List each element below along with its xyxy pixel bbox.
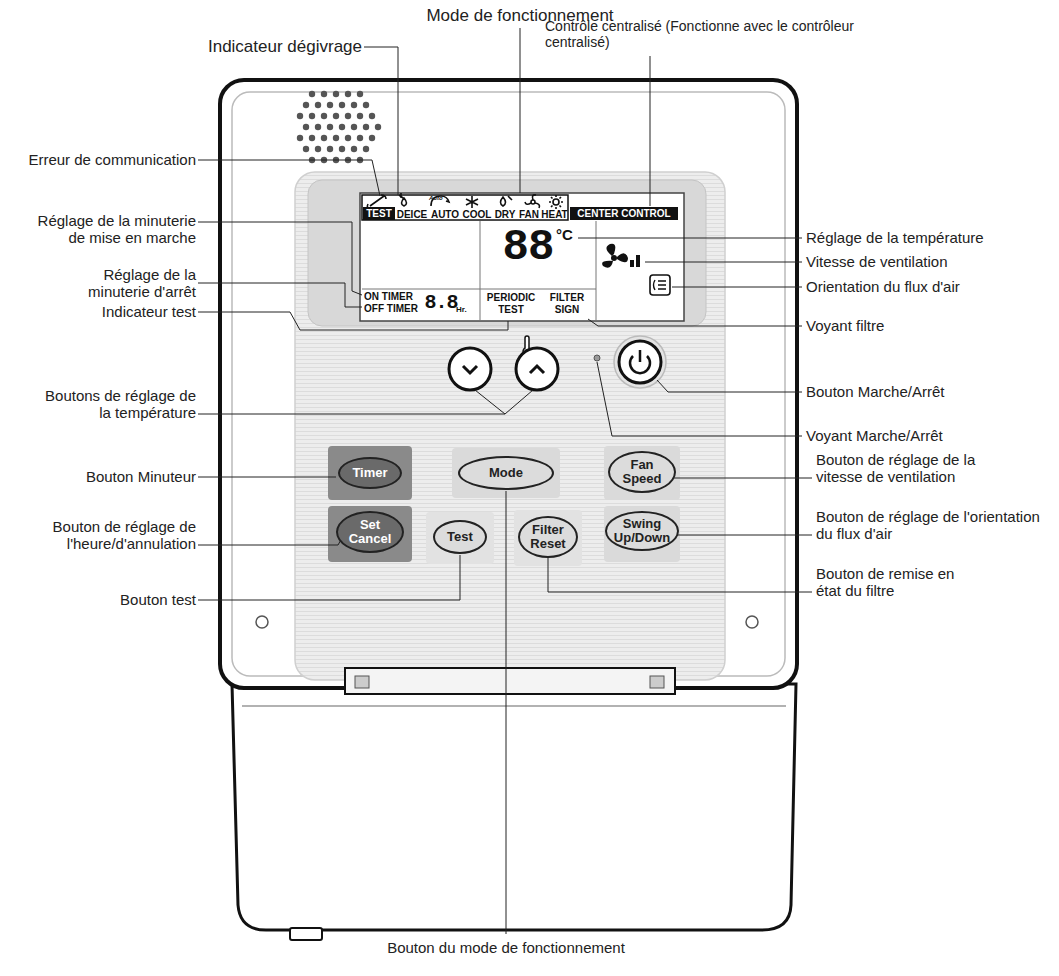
callout-label: Vitesse de ventilation xyxy=(806,253,1046,270)
lcd-text: FAN xyxy=(517,209,541,221)
button-text: Mode xyxy=(489,466,523,480)
lcd-text: Auto xyxy=(429,195,449,202)
button: Fan Speed xyxy=(608,451,676,493)
callout-label: Réglage de la température xyxy=(806,229,1046,246)
lcd-text: PERIODIC TEST xyxy=(482,292,540,316)
button: Timer xyxy=(338,457,402,489)
lcd-text: COOL xyxy=(461,209,493,221)
callout-label: Orientation du flux d'air xyxy=(806,278,1046,295)
button-text: CENTER CONTROL xyxy=(577,208,670,219)
callout-label: Bouton de réglage de la vitesse de venti… xyxy=(816,451,1016,485)
callout-label: Bouton de remise en état du filtre xyxy=(816,565,976,599)
button: Mode xyxy=(458,456,554,490)
callout-label: Indicateur dégivrage xyxy=(160,37,362,57)
button-text: Fan Speed xyxy=(614,458,670,486)
button-text: Test xyxy=(447,530,473,544)
lcd-text: OFF TIMER xyxy=(364,303,424,315)
button-text: Set Cancel xyxy=(342,518,398,546)
lcd-digits: 8.8 xyxy=(424,291,458,314)
callout-label: Erreur de communication xyxy=(0,151,196,168)
callout-label: Bouton du mode de fonctionnement xyxy=(350,939,662,956)
lcd-text: DEICE xyxy=(396,209,428,221)
lcd-text: Hr. xyxy=(456,305,476,314)
button-text: Swing Up/Down xyxy=(611,517,673,545)
lcd-text: ON TIMER xyxy=(364,291,424,303)
callout-label: Boutons de réglage de la température xyxy=(40,387,196,421)
callout-label: Réglage de la minuterie d'arrêt xyxy=(50,266,196,300)
lcd-text: DRY xyxy=(493,209,517,221)
callout-label: Bouton de réglage de l'orientation du fl… xyxy=(816,508,1054,542)
callout-label: Contrôle centralisé (Fonctionne avec le … xyxy=(545,18,855,50)
lcd-text: FILTER SIGN xyxy=(540,292,594,316)
lcd-digits: 88 xyxy=(496,222,560,273)
status-badge: CENTER CONTROL xyxy=(570,207,678,220)
callout-label: Bouton Minuteur xyxy=(0,468,196,485)
callout-label: Bouton de réglage de l'heure/d'annulatio… xyxy=(20,518,196,552)
callout-label: Voyant filtre xyxy=(806,317,1046,334)
status-badge: TEST xyxy=(363,207,395,220)
lcd-unit: °C xyxy=(556,226,580,243)
lcd-text: HEAT xyxy=(541,209,568,221)
button: Swing Up/Down xyxy=(605,511,679,551)
button-text: Timer xyxy=(352,466,387,480)
callout-label: Réglage de la minuterie de mise en march… xyxy=(20,212,196,246)
callout-label: Bouton Marche/Arrêt xyxy=(806,383,1046,400)
callout-label: Indicateur test xyxy=(0,303,196,320)
callout-label: Bouton test xyxy=(0,591,196,608)
lcd-text: AUTO xyxy=(429,209,461,221)
callout-label: Voyant Marche/Arrêt xyxy=(806,427,1046,444)
button: Test xyxy=(433,520,487,554)
button-text: Filter Reset xyxy=(524,523,572,551)
button: Set Cancel xyxy=(336,511,404,553)
button: Filter Reset xyxy=(518,516,578,558)
button-text: TEST xyxy=(366,208,392,219)
